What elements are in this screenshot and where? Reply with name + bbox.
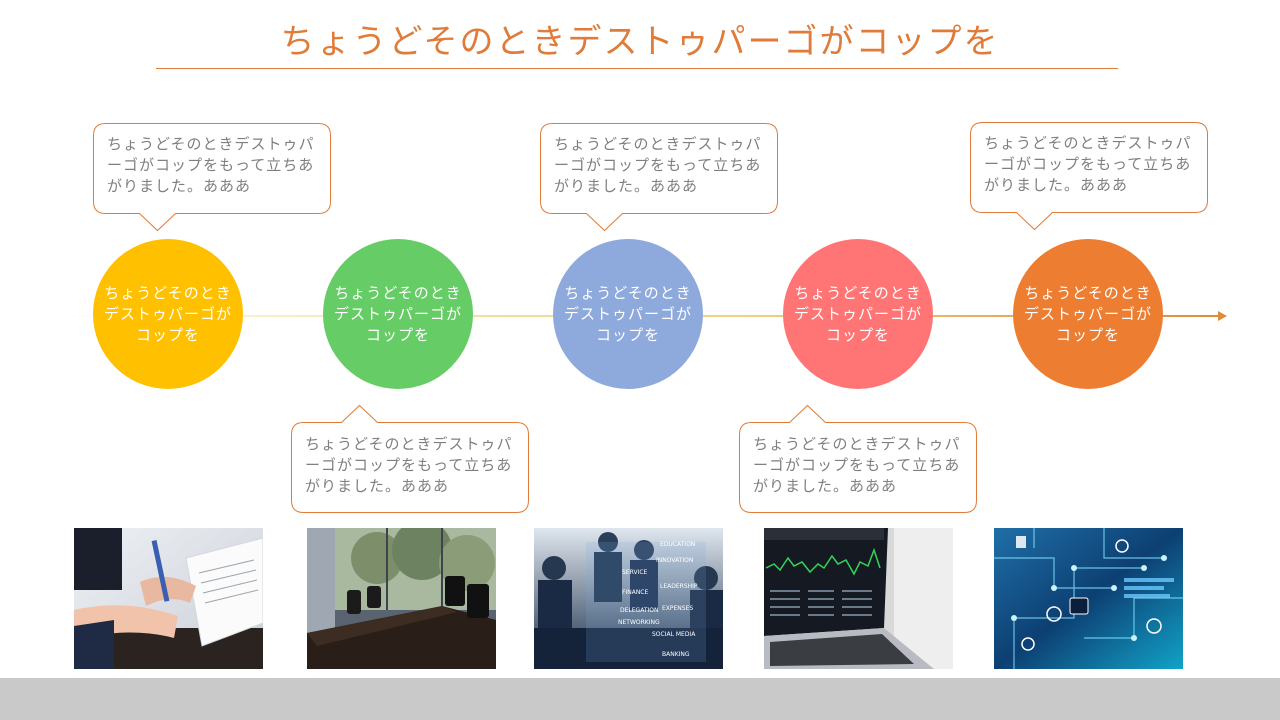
laptop-stock-chart-photo [764, 528, 953, 669]
photo-word: LEADERSHIP [660, 583, 698, 590]
photo-word: SOCIAL MEDIA [652, 631, 696, 638]
timeline-circle-3: ちょうどそのときデストゥパーゴがコップを [553, 239, 703, 389]
circle-label: ちょうどそのときデストゥパーゴがコップを [333, 283, 462, 344]
callout-text: ちょうどそのときデストゥパーゴがコップをもって立ちあがりました。あああ [984, 134, 1192, 194]
circle-label: ちょうどそのときデストゥパーゴがコップを [103, 283, 232, 344]
photo-word: BANKING [662, 651, 690, 658]
meeting-room-photo [307, 528, 496, 669]
photo-word: FINANCE [622, 589, 648, 596]
photo-word: EDUCATION [660, 541, 695, 548]
callout-bubble-shape [93, 123, 331, 232]
footer-bar [0, 678, 1280, 720]
slide-title: ちょうどそのときデストゥパーゴがコップを [280, 22, 1000, 62]
callout-text: ちょうどそのときデストゥパーゴがコップをもって立ちあがりました。あああ [753, 435, 961, 495]
callout-text: ちょうどそのときデストゥパーゴがコップをもって立ちあがりました。あああ [107, 135, 315, 195]
callout-text: ちょうどそのときデストゥパーゴがコップをもって立ちあがりました。あああ [305, 435, 513, 495]
timeline-circle-2: ちょうどそのときデストゥパーゴがコップを [323, 239, 473, 389]
circuit-technology-photo [994, 528, 1183, 669]
callout-text: ちょうどそのときデストゥパーゴがコップをもって立ちあがりました。あああ [554, 135, 762, 195]
callout-bubble-2: ちょうどそのときデストゥパーゴがコップをもって立ちあがりました。あああ [291, 404, 531, 514]
callout-bubble-shape [291, 404, 529, 513]
business-documents-photo [74, 528, 263, 669]
callout-bubble-4: ちょうどそのときデストゥパーゴがコップをもって立ちあがりました。あああ [739, 404, 979, 514]
timeline-circle-1: ちょうどそのときデストゥパーゴがコップを [93, 239, 243, 389]
photo-word: INNOVATION [656, 557, 693, 564]
circle-label: ちょうどそのときデストゥパーゴがコップを [563, 283, 692, 344]
photo-word: DELEGATION [620, 607, 658, 614]
circle-label: ちょうどそのときデストゥパーゴがコップを [1023, 283, 1152, 344]
photo-word: SERVICE [622, 569, 648, 576]
timeline-circle-4: ちょうどそのときデストゥパーゴがコップを [783, 239, 933, 389]
callout-bubble-shape [970, 122, 1208, 231]
callout-bubble-3: ちょうどそのときデストゥパーゴがコップをもって立ちあがりました。あああ [540, 123, 780, 233]
business-network-photo: EDUCATION INNOVATION SERVICE LEADERSHIP … [534, 528, 723, 669]
callout-bubble-1: ちょうどそのときデストゥパーゴがコップをもって立ちあがりました。あああ [93, 123, 333, 233]
photo-word: EXPENSES [662, 605, 693, 612]
timeline-circle-5: ちょうどそのときデストゥパーゴがコップを [1013, 239, 1163, 389]
photo-word: NETWORKING [618, 619, 660, 626]
circle-label: ちょうどそのときデストゥパーゴがコップを [793, 283, 922, 344]
callout-bubble-5: ちょうどそのときデストゥパーゴがコップをもって立ちあがりました。あああ [970, 122, 1210, 232]
title-underline [156, 68, 1118, 69]
callout-bubble-shape [540, 123, 778, 232]
timeline-arrow-icon [1218, 311, 1227, 321]
callout-bubble-shape [739, 404, 977, 513]
